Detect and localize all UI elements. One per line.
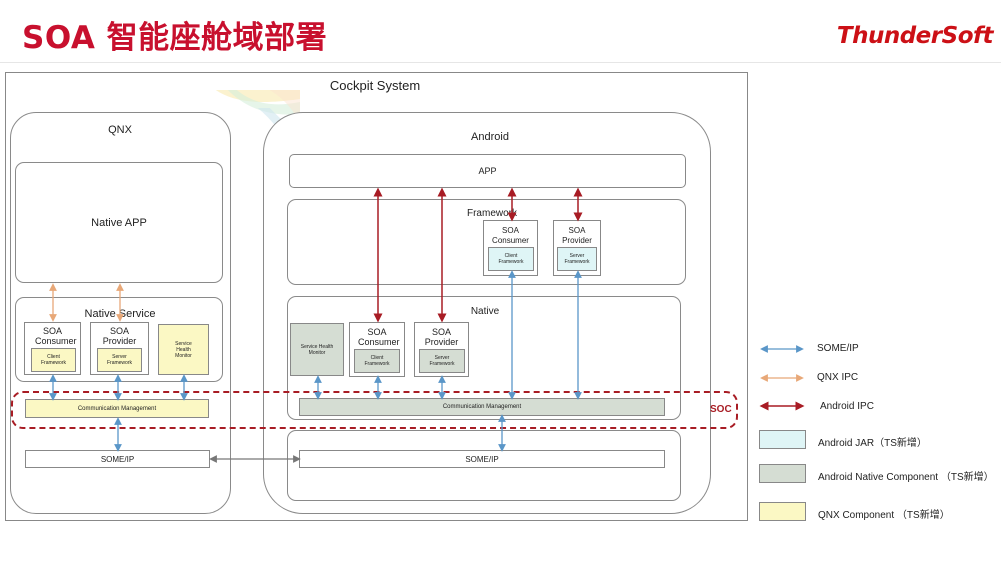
qnx-server-framework: Server Framework	[97, 348, 142, 372]
qnx-health-monitor: Service Health Monitor	[158, 324, 209, 375]
native-client-framework-label: Client Framework	[364, 355, 390, 367]
android-comm-mgmt-label: Communication Management	[442, 404, 522, 410]
android-native-label: Native	[470, 306, 500, 317]
android-app-label: APP	[478, 166, 497, 176]
fw-soa-provider-label: SOA Provider	[562, 226, 592, 245]
native-soa-consumer-label: SOA Consumer	[358, 327, 400, 347]
legend-someip-label: SOME/IP	[817, 343, 859, 354]
fw-server-framework: Server Framework	[557, 247, 597, 271]
legend-android-native-label: Android Native Component （TS新增）	[818, 472, 994, 483]
qnx-health-monitor-label: Service Health Monitor	[175, 340, 192, 359]
legend-android-native-swatch	[759, 464, 806, 483]
cockpit-system-title: Cockpit System	[329, 78, 421, 93]
qnx-client-framework: Client Framework	[31, 348, 76, 372]
native-server-framework-label: Server Framework	[429, 355, 455, 367]
soc-label: SOC	[710, 404, 732, 415]
legend-qnx-component-swatch	[759, 502, 806, 521]
legend-android-ipc-label: Android IPC	[820, 401, 874, 412]
fw-soa-consumer-label: SOA Consumer	[492, 226, 529, 245]
qnx-comm-mgmt-label: Communication Management	[77, 405, 157, 412]
cockpit-system-frame	[5, 72, 748, 521]
qnx-soa-consumer-label: SOA Consumer	[35, 326, 77, 346]
qnx-client-framework-label: Client Framework	[40, 354, 66, 366]
native-server-framework: Server Framework	[419, 349, 465, 373]
fw-client-framework-label: Client Framework	[498, 253, 524, 265]
qnx-someip-label: SOME/IP	[100, 454, 135, 464]
native-app-label: Native APP	[91, 216, 147, 229]
page-title: SOA 智能座舱域部署	[22, 20, 328, 56]
qnx-label: QNX	[108, 124, 132, 136]
fw-server-framework-label: Server Framework	[564, 253, 590, 265]
android-label: Android	[471, 131, 509, 143]
native-app-box: Native APP	[15, 162, 223, 283]
title-divider	[0, 62, 1001, 63]
legend-qnx-ipc-label: QNX IPC	[817, 372, 859, 383]
native-soa-provider-label: SOA Provider	[424, 327, 459, 347]
android-someip-label: SOME/IP	[465, 454, 499, 464]
qnx-server-framework-label: Server Framework	[106, 354, 132, 366]
android-app-box: APP	[289, 154, 686, 188]
android-health-monitor-label: Service Health Monitor	[300, 343, 334, 356]
legend-android-jar-swatch	[759, 430, 806, 449]
legend-qnx-component-label: QNX Component （TS新增）	[818, 510, 950, 521]
android-framework-label: Framework	[466, 208, 517, 219]
native-client-framework: Client Framework	[354, 349, 400, 373]
legend-android-jar-label: Android JAR（TS新增）	[818, 438, 927, 449]
android-comm-mgmt: Communication Management	[299, 398, 665, 416]
thundersoft-logo: ThunderSoft	[836, 23, 994, 49]
android-health-monitor: Service Health Monitor	[290, 323, 344, 376]
qnx-soa-provider-label: SOA Provider	[102, 326, 137, 346]
